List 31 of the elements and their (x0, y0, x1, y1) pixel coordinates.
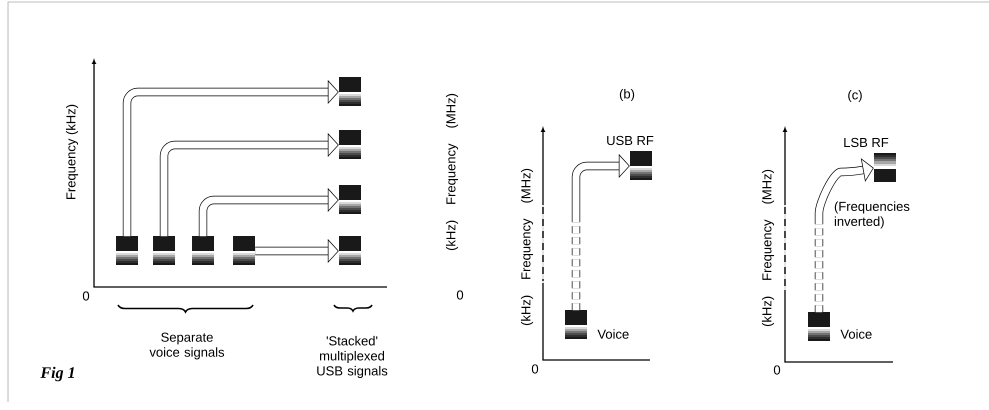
signal-block (192, 236, 214, 265)
text-label: 0 (532, 364, 538, 374)
hollow-arrow (198, 188, 339, 236)
signal-block (339, 236, 361, 265)
signal-block (116, 236, 138, 265)
text-label: 0 (82, 291, 90, 301)
signal-block (153, 236, 176, 265)
text-label: (b) (620, 88, 634, 102)
text-label: 0 (456, 290, 464, 300)
signal-block (339, 185, 361, 214)
axis-label: (kHz) Frequency (MHz) (520, 168, 534, 326)
signal-label: LSB RF (844, 138, 888, 148)
signal-label: USB RF (607, 136, 654, 146)
hollow-arrow (160, 132, 339, 236)
text-label: 'Stacked' multiplexed USB signals (317, 336, 388, 378)
hollow-arrow (122, 80, 339, 236)
axis-label: (kHz) Frequency (MHz) (446, 94, 458, 250)
hollow-arrow (814, 158, 874, 312)
signal-block (233, 236, 255, 265)
signal-block (339, 77, 361, 106)
edge-label: (Frequencies inverted) (834, 201, 910, 229)
text-label: (c) (848, 90, 862, 102)
signal-block (339, 130, 361, 159)
hollow-arrow (572, 154, 630, 310)
axis-label: (kHz) Frequency (MHz) (762, 170, 774, 326)
text-label: Separate voice signals (149, 332, 224, 360)
text-label: Frequency (kHz) (66, 104, 78, 199)
signal-label: Voice (840, 329, 872, 339)
figure-number: Fig 1 (40, 366, 74, 382)
text-label: 0 (774, 365, 780, 375)
signal-label: Voice (597, 329, 629, 339)
